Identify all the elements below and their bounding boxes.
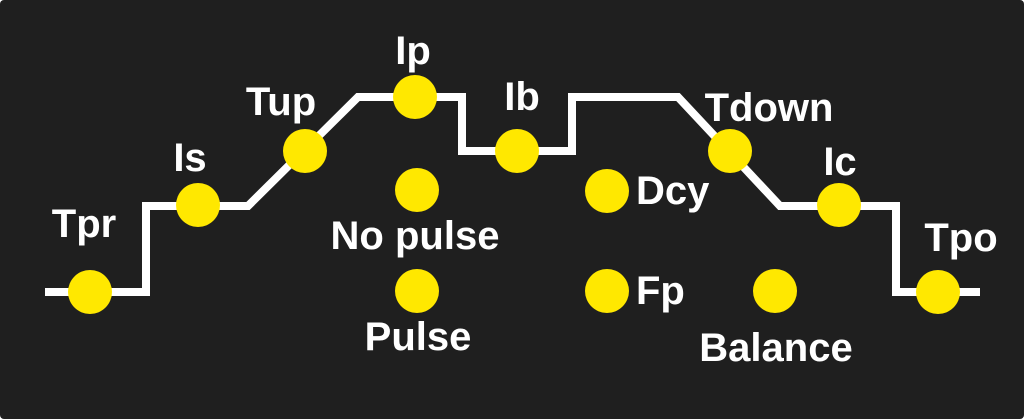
ip-label: Ip [395, 29, 431, 73]
tpr-label: Tpr [51, 202, 117, 246]
balance-indicator[interactable] [753, 269, 797, 313]
pulse-label: Pulse [364, 315, 472, 359]
ip-indicator[interactable] [393, 75, 437, 119]
fp-indicator[interactable] [585, 269, 629, 313]
dcy-label: Dcy [636, 169, 710, 213]
is-label: Is [173, 136, 207, 180]
tup-indicator[interactable] [283, 129, 327, 173]
fp-label: Fp [636, 269, 685, 313]
ic-indicator[interactable] [817, 183, 861, 227]
dcy-indicator[interactable] [585, 169, 629, 213]
tpo-indicator[interactable] [916, 270, 960, 314]
pulse-indicator[interactable] [395, 269, 439, 313]
tdown-indicator[interactable] [708, 129, 752, 173]
no-pulse-label: No pulse [330, 214, 500, 258]
tpr-indicator[interactable] [68, 270, 112, 314]
is-indicator[interactable] [176, 183, 220, 227]
no-pulse-indicator[interactable] [395, 168, 439, 212]
ib-label: Ib [504, 75, 540, 119]
ib-indicator[interactable] [495, 129, 539, 173]
balance-label: Balance [699, 326, 853, 370]
tpo-label: Tpo [924, 216, 998, 260]
ic-label: Ic [823, 140, 857, 184]
tup-label: Tup [245, 80, 317, 124]
tdown-label: Tdown [704, 86, 834, 130]
